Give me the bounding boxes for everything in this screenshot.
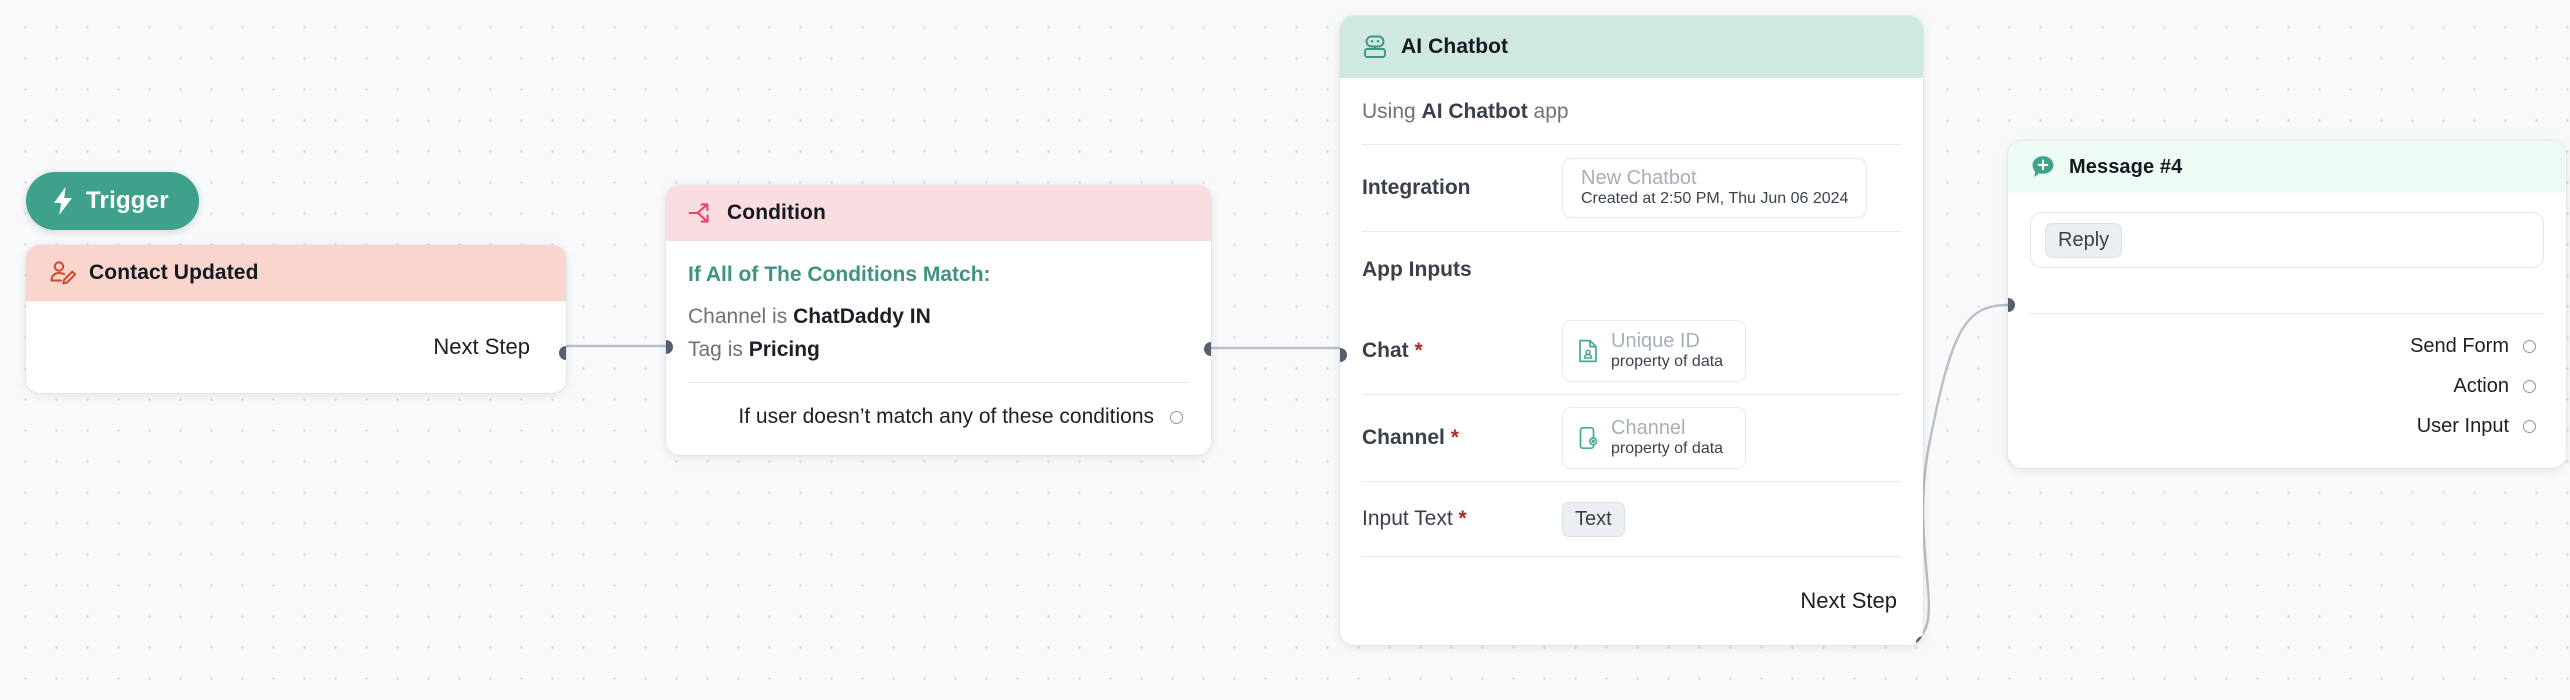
user-input-label: User Input	[2416, 414, 2509, 437]
contact-updated-next-step-label: Next Step	[433, 334, 530, 359]
input-text-required-marker: *	[1458, 507, 1467, 530]
user-input-port[interactable]	[2523, 419, 2536, 433]
divider	[2030, 313, 2544, 314]
app-inputs-heading-row: App Inputs	[1362, 232, 1901, 308]
contact-edit-icon	[48, 259, 76, 287]
using-suffix: app	[1533, 100, 1569, 123]
channel-required-marker: *	[1450, 426, 1459, 449]
action-label: Action	[2453, 374, 2509, 397]
chat-required-marker: *	[1414, 339, 1423, 362]
channel-value-sub: property of data	[1611, 440, 1724, 458]
channel-label-text: Channel	[1362, 426, 1445, 449]
ai-chatbot-output-port[interactable]	[1916, 636, 1923, 645]
condition-input-port[interactable]	[666, 340, 673, 354]
node-contact-updated[interactable]: Contact Updated Next Step	[26, 245, 566, 393]
message-output-send-form[interactable]: Send Form	[2030, 326, 2536, 366]
integration-meta: Created at 2:50 PM, Thu Jun 06 2024	[1581, 190, 1849, 208]
ai-chatbot-next-step-row[interactable]: Next Step	[1340, 557, 1923, 645]
input-row-input-text[interactable]: Input Text * Text	[1362, 482, 1901, 556]
condition-body: If All of The Conditions Match: Channel …	[666, 241, 1211, 455]
node-message[interactable]: Message #4 Reply Send Form Action User I…	[2008, 141, 2566, 468]
condition-rule[interactable]: Channel is ChatDaddy IN	[688, 301, 1189, 334]
input-row-chat[interactable]: Chat * Unique ID property of	[1362, 308, 1901, 394]
condition-rule[interactable]: Tag is Pricing	[688, 334, 1189, 367]
reply-chip[interactable]: Reply	[2045, 222, 2123, 258]
lightning-bolt-icon	[52, 187, 74, 215]
input-text-chip[interactable]: Text	[1562, 501, 1625, 537]
integration-name: New Chatbot	[1581, 166, 1697, 189]
message-header: Message #4	[2008, 141, 2566, 193]
message-body: Reply Send Form Action User Input	[2008, 212, 2566, 468]
contact-updated-header: Contact Updated	[26, 245, 566, 301]
action-port[interactable]	[2523, 379, 2536, 393]
mobile-gear-icon	[1577, 426, 1599, 450]
chat-value-sub: property of data	[1611, 353, 1724, 371]
channel-value-field[interactable]: Channel property of data	[1562, 406, 1747, 470]
branch-arrows-icon	[688, 200, 714, 226]
message-output-user-input[interactable]: User Input	[2030, 406, 2536, 446]
trigger-label: Trigger	[86, 187, 169, 214]
condition-header: Condition	[666, 185, 1211, 241]
input-text-label: Input Text *	[1362, 507, 1562, 531]
channel-value: Channel	[1611, 416, 1686, 439]
ai-chatbot-header: AI Chatbot	[1340, 16, 1923, 78]
input-row-channel[interactable]: Channel * Channel property of data	[1362, 395, 1901, 481]
condition-rule-prefix: Channel is	[688, 305, 788, 328]
robot-icon	[1362, 34, 1388, 60]
condition-fallback-port[interactable]	[1170, 410, 1183, 424]
divider	[1362, 394, 1901, 395]
integration-row[interactable]: Integration New Chatbot Created at 2:50 …	[1362, 145, 1901, 231]
send-form-port[interactable]	[2523, 339, 2536, 353]
divider	[1362, 231, 1901, 232]
file-person-icon	[1577, 339, 1599, 363]
chat-label: Chat *	[1362, 339, 1562, 363]
reply-input-box[interactable]: Reply	[2030, 212, 2544, 268]
app-inputs-label: App Inputs	[1362, 258, 1472, 281]
message-output-action[interactable]: Action	[2030, 366, 2536, 406]
divider	[1362, 144, 1901, 145]
node-condition[interactable]: Condition If All of The Conditions Match…	[666, 185, 1211, 456]
node-ai-chatbot[interactable]: AI Chatbot Using AI Chatbot app Integrat…	[1340, 16, 1923, 645]
condition-rule-value: ChatDaddy IN	[793, 305, 931, 328]
using-prefix: Using	[1362, 100, 1416, 123]
contact-updated-output-port[interactable]	[559, 346, 566, 360]
message-title: Message #4	[2069, 155, 2183, 178]
divider	[1362, 481, 1901, 482]
contact-updated-title: Contact Updated	[89, 261, 259, 284]
condition-fallback-label: If user doesn’t match any of these condi…	[738, 405, 1154, 429]
condition-output-port[interactable]	[1204, 342, 1211, 356]
condition-title: Condition	[727, 201, 826, 224]
chat-value-field[interactable]: Unique ID property of data	[1562, 319, 1747, 383]
condition-divider	[688, 382, 1189, 384]
divider	[1362, 556, 1901, 557]
ai-chatbot-using-line: Using AI Chatbot app	[1362, 78, 1901, 144]
chat-plus-icon	[2030, 154, 2056, 180]
contact-updated-next-step-row[interactable]: Next Step	[26, 301, 566, 393]
send-form-label: Send Form	[2410, 334, 2509, 357]
using-app-name: AI Chatbot	[1421, 100, 1528, 123]
condition-match-heading: If All of The Conditions Match:	[688, 263, 991, 286]
ai-chatbot-title: AI Chatbot	[1401, 35, 1509, 58]
condition-fallback-row[interactable]: If user doesn’t match any of these condi…	[688, 383, 1189, 455]
condition-rule-value: Pricing	[748, 337, 820, 361]
trigger-button[interactable]: Trigger	[26, 172, 199, 230]
channel-label: Channel *	[1362, 426, 1562, 450]
chat-label-text: Chat	[1362, 339, 1409, 362]
integration-value-field[interactable]: New Chatbot Created at 2:50 PM, Thu Jun …	[1562, 157, 1868, 219]
ai-chatbot-input-port[interactable]	[1340, 348, 1347, 362]
ai-chatbot-next-step-label: Next Step	[1800, 588, 1897, 613]
ai-chatbot-body: Using AI Chatbot app Integration New Cha…	[1340, 78, 1923, 557]
chat-value: Unique ID	[1611, 329, 1700, 352]
integration-label: Integration	[1362, 176, 1471, 199]
input-text-label-text: Input Text	[1362, 507, 1453, 530]
message-outputs: Send Form Action User Input	[2030, 314, 2544, 468]
condition-rule-prefix: Tag is	[688, 337, 743, 361]
message-input-port[interactable]	[2008, 298, 2015, 312]
